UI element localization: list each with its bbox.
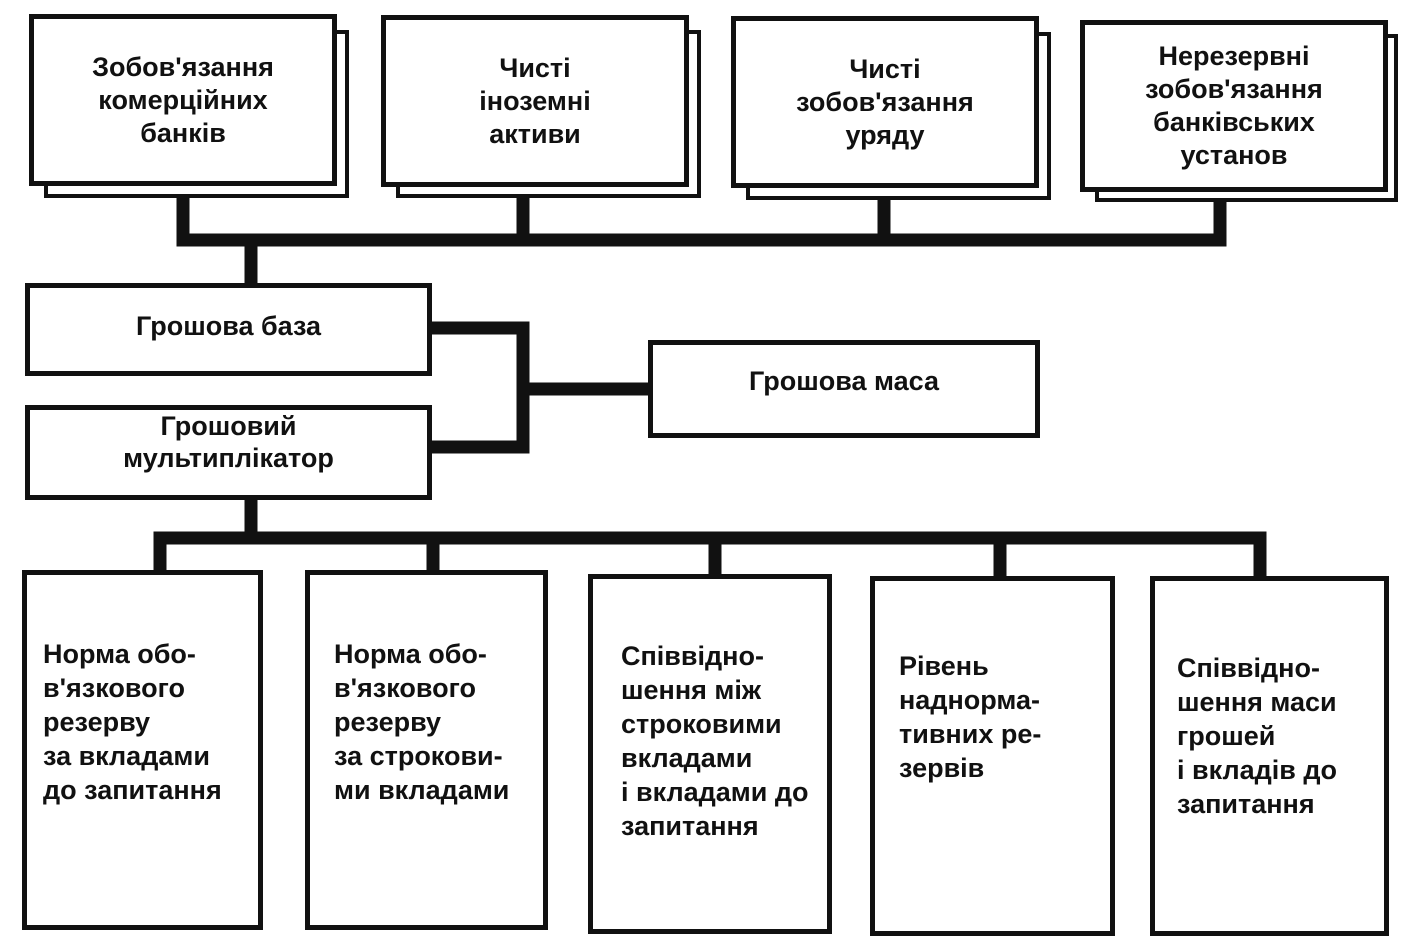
top-box-4-label: Нерезервні зобов'язання банківських уста… [1145,41,1323,170]
money-base-box: Грошова база [25,283,432,376]
bottom-box-2: Норма обо- в'язкового резерву за строков… [305,570,548,930]
connector-base-multiplier-supply [425,321,530,454]
bottom-box-3: Співвідно- шення між строковими вкладами… [588,574,832,934]
money-supply-box: Грошова маса [648,340,1040,438]
top-box-2: Чисті іноземні активи [381,15,689,187]
money-multiplier-label: Грошовий мультиплікатор [123,411,334,473]
money-supply-label: Грошова маса [748,366,939,396]
bottom-box-4-label: Рівень наднорма- тивних ре- зервів [899,651,1042,783]
money-multiplier-box: Грошовий мультиплікатор [25,405,432,500]
top-box-1: Зобов'язання комерційних банків [29,14,337,186]
top-box-4: Нерезервні зобов'язання банківських уста… [1080,20,1388,192]
bottom-box-1: Норма обо- в'язкового резерву за вкладам… [22,570,263,930]
top-box-2-label: Чисті іноземні активи [479,52,591,149]
top-box-3-label: Чисті зобов'язання уряду [796,53,974,150]
top-box-3: Чисті зобов'язання уряду [731,16,1039,188]
bottom-box-5-label: Співвідно- шення маси грошей і вкладів д… [1177,653,1337,819]
bottom-box-4: Рівень наднорма- тивних ре- зервів [870,576,1115,936]
bottom-box-2-label: Норма обо- в'язкового резерву за строков… [334,639,510,805]
top-box-1-label: Зобов'язання комерційних банків [92,51,274,148]
money-base-label: Грошова база [135,310,322,341]
bottom-box-3-label: Співвідно- шення між строковими вкладами… [621,641,809,841]
bottom-box-5: Співвідно- шення маси грошей і вкладів д… [1150,576,1389,936]
bottom-box-1-label: Норма обо- в'язкового резерву за вкладам… [43,639,222,805]
